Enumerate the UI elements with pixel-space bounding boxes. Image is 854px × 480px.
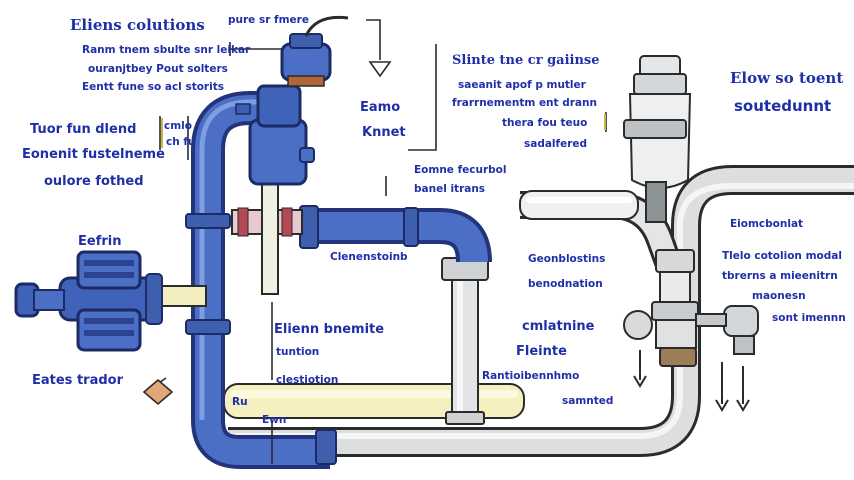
label-right-top-line-2: soutedunnt	[734, 97, 832, 115]
label-left-mid-line-2: Eonenit fustelneme	[22, 147, 165, 162]
yellow-pipe	[223, 383, 525, 419]
left-gate-valve	[14, 250, 207, 352]
label-right-top-title: Elow so toent	[730, 69, 844, 87]
mark-4: Ewn	[262, 414, 287, 426]
label-right-center-3: cmlatnine	[522, 319, 595, 334]
label-left-bottom: Eates trador	[32, 373, 123, 388]
leader-lines	[142, 19, 607, 464]
label-center-low-1: Elienn bnemite	[274, 322, 385, 337]
tick-marks	[161, 114, 606, 148]
label-right-2: Tlelo cotolion modal	[722, 250, 842, 262]
mark-1: cmlo	[164, 120, 192, 132]
label-top-left-line-4: Eentt fune so acl storits	[82, 81, 224, 93]
label-right-1: Eiomcbonlat	[730, 218, 804, 230]
label-center-2: banel itrans	[414, 183, 486, 195]
label-left-mid-title: Tuor fun dlend	[30, 122, 137, 137]
label-valve-1: Eamo	[360, 100, 401, 115]
label-center-pipe: Clenenstoinb	[330, 251, 408, 263]
label-top-center-line-4: thera fou teuo	[502, 117, 588, 129]
label-right-center-4: Fleinte	[516, 344, 567, 359]
label-right-5: sont imennn	[772, 312, 846, 324]
label-center-1: Eomne fecurbol	[414, 164, 507, 176]
label-top-left-title: Eliens colutions	[70, 16, 205, 34]
mark-3: Ru	[232, 396, 248, 408]
label-left-side: Eefrin	[78, 234, 122, 249]
label-valve-2: Knnet	[362, 125, 406, 140]
label-right-center-2: benodnation	[528, 278, 603, 290]
label-left-mid-line-3: oulore fothed	[44, 174, 144, 189]
mark-2: ch fu	[166, 136, 196, 148]
upper-gray-pipe	[519, 190, 682, 267]
blue-main-pipe	[185, 91, 337, 469]
label-right-center-5: Rantioibennhmo	[482, 370, 580, 382]
label-top-mid: pure sr fmere	[228, 14, 309, 26]
top-blue-valve	[235, 15, 349, 295]
label-right-4: maonesn	[752, 290, 806, 302]
lower-right-valve	[623, 249, 759, 412]
label-center-low-3: clestiotion	[276, 374, 339, 386]
label-right-center-1: Geonblostins	[528, 253, 606, 265]
label-center-low-2: tuntion	[276, 346, 320, 358]
pressure-regulator	[623, 55, 692, 223]
label-top-center-line-2: saeanit apof p mutler	[458, 79, 586, 91]
label-top-center-line-5: sadalfered	[524, 138, 588, 150]
label-top-left-line-2: Ranm tnem sbulte snr leikar	[82, 44, 251, 56]
label-right-center-6: samnted	[562, 395, 614, 407]
label-top-left-line-3: ouranjtbey Pout solters	[88, 63, 228, 75]
label-top-center-line-3: frarrnementm ent drann	[452, 97, 597, 109]
label-right-3: tbrerns a mieenitrn	[722, 270, 838, 282]
label-top-center-title: Slinte tne cr gaiinse	[452, 53, 600, 68]
